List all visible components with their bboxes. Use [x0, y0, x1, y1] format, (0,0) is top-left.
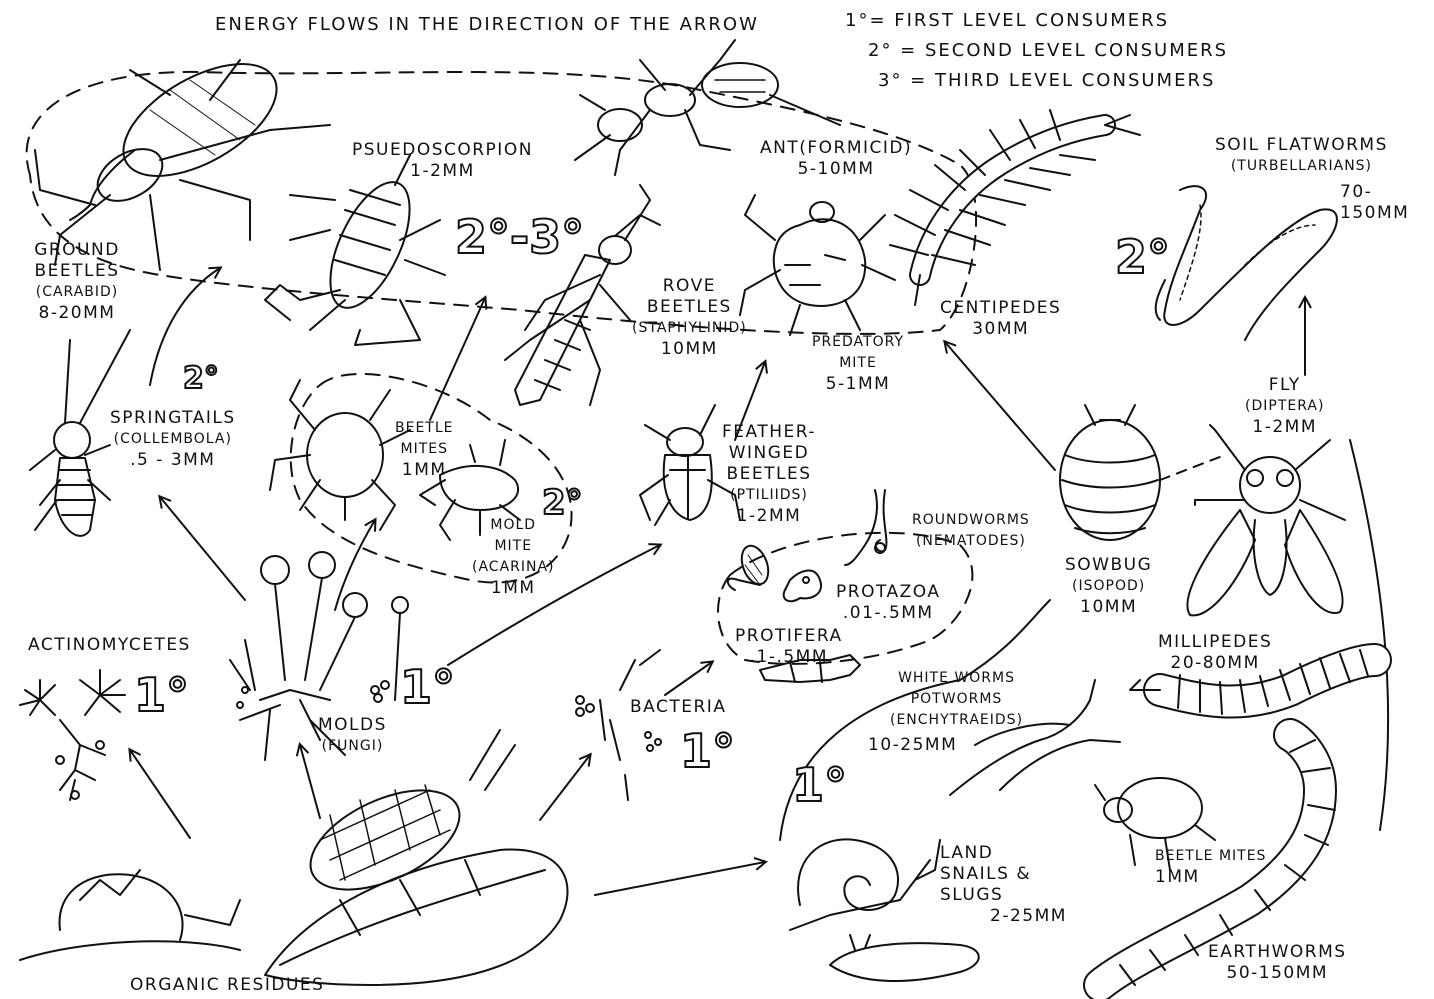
- snails-size: 2-25mm: [990, 906, 1067, 927]
- springtails-level-mark: 2°: [183, 362, 219, 396]
- organic-residues-label: ORGANIC RESIDUES: [130, 975, 324, 996]
- pseudoscorpion-label: PSUEDOSCORPION 1-2mm: [352, 140, 533, 182]
- flatworm-drawing: [1156, 186, 1337, 340]
- rove-beetles-label: ROVE BEETLES (STAPHYLINID) 10mm: [632, 276, 747, 360]
- arrow-residue-to-bacteria: [540, 755, 590, 820]
- bacteria-drawing: [576, 650, 661, 800]
- soil-flatworms-size: 70- 150mm: [1340, 182, 1409, 224]
- predatory-mite-drawing: [740, 195, 895, 335]
- bacteria-label: BACTERIA: [630, 697, 726, 718]
- mold-mite-label: MOLD MITE (ACARINA) 1mm: [472, 515, 555, 599]
- molds-label: MOLDS (FUNGI): [318, 715, 387, 757]
- right-boundary: [1350, 440, 1388, 830]
- millipedes-label: MILLIPEDES 20-80mm: [1158, 632, 1272, 674]
- molds-level-mark: 1°: [400, 662, 455, 712]
- level-2-3-mark: 2°-3°: [455, 212, 584, 262]
- earthworms-label: EARTHWORMS 50-150mm: [1208, 942, 1347, 984]
- sowbug-drawing: [1060, 405, 1160, 540]
- centipede-drawing: [890, 110, 1140, 305]
- springtails-label: SPRINGTAILS (COLLEMBOLA) .5 - 3mm: [110, 408, 236, 471]
- soil-flatworms-label: SOIL FLATWORMS (TURBELLARIANS): [1215, 135, 1388, 177]
- snails-label: LAND SNAILS & SLUGS: [940, 843, 1031, 906]
- sowbug-fly-link: [1160, 455, 1225, 480]
- slug-drawing: [830, 935, 979, 981]
- arrow-beetle-mites-to-2-3: [430, 298, 485, 420]
- flatworms-level-mark: 2°: [1115, 232, 1170, 282]
- ground-beetles-label: GROUND BEETLES (CARABID) 8-20mm: [22, 240, 132, 324]
- actinomycetes-level-mark: 1°: [134, 670, 189, 720]
- protozoa-label: PROTAZOA .01-.5mm: [836, 582, 941, 624]
- protifera-label: PROTIFERA .1-.5mm: [735, 626, 843, 668]
- beetle-mite-drawing: [270, 380, 410, 530]
- ground-beetle-drawing: [35, 41, 330, 270]
- roundworms-label: ROUNDWORMS (NEMATODES): [912, 510, 1030, 552]
- arrow-residue-to-molds: [300, 745, 320, 818]
- snail-drawing: [790, 839, 940, 930]
- sowbug-label: SOWBUG (ISOPOD) 10mm: [1065, 555, 1152, 618]
- arrow-residue-to-actinomycetes: [130, 750, 190, 838]
- ant-label: ANT(FORMICID) 5-10mm: [760, 138, 912, 180]
- feather-winged-beetles-label: FEATHER- WINGED BEETLES (PTILIIDS) 1-2mm: [722, 422, 816, 527]
- organic-residues-drawing: [20, 730, 568, 985]
- bottom-beetle-mites-label: BEETLE MITES 1mm: [1155, 846, 1266, 888]
- bacteria-level-mark: 1°: [680, 726, 735, 776]
- actinomycetes-drawing: [20, 670, 125, 800]
- diagram-title: ENERGY FLOWS IN THE DIRECTION OF THE ARR…: [215, 14, 759, 35]
- pseudoscorpion-drawing: [265, 155, 445, 345]
- arrow-residue-to-macrofauna: [595, 862, 765, 895]
- white-worms-size: 10-25mm: [868, 735, 957, 756]
- arrow-molds-to-mites: [335, 520, 375, 610]
- predatory-mite-label: PREDATORY MITE 5-1mm: [812, 332, 904, 395]
- legend-third-level: 3° = THIRD LEVEL CONSUMERS: [878, 70, 1215, 91]
- fly-label: FLY (DIPTERA) 1-2mm: [1245, 375, 1324, 438]
- actinomycetes-label: ACTINOMYCETES: [28, 635, 191, 656]
- predator-group-boundary: [27, 72, 976, 334]
- centipedes-label: CENTIPEDES 30mm: [940, 298, 1061, 340]
- legend-second-level: 2° = SECOND LEVEL CONSUMERS: [868, 40, 1228, 61]
- roundworm-drawing: [845, 490, 886, 565]
- beetle-mites-label: BEETLE MITES 1mm: [395, 418, 454, 481]
- white-worms-label: WHITE WORMS POTWORMS (ENCHYTRAEIDS): [890, 668, 1023, 731]
- legend-first-level: 1°= FIRST LEVEL CONSUMERS: [845, 10, 1169, 31]
- macrofauna-level-mark: 1°: [792, 760, 847, 810]
- fly-drawing: [1187, 425, 1345, 615]
- arrow-sowbug-to-centipedes: [945, 342, 1055, 470]
- arrow-molds-to-springtails: [160, 497, 245, 600]
- arrow-bacteria-to-protifera: [665, 662, 712, 695]
